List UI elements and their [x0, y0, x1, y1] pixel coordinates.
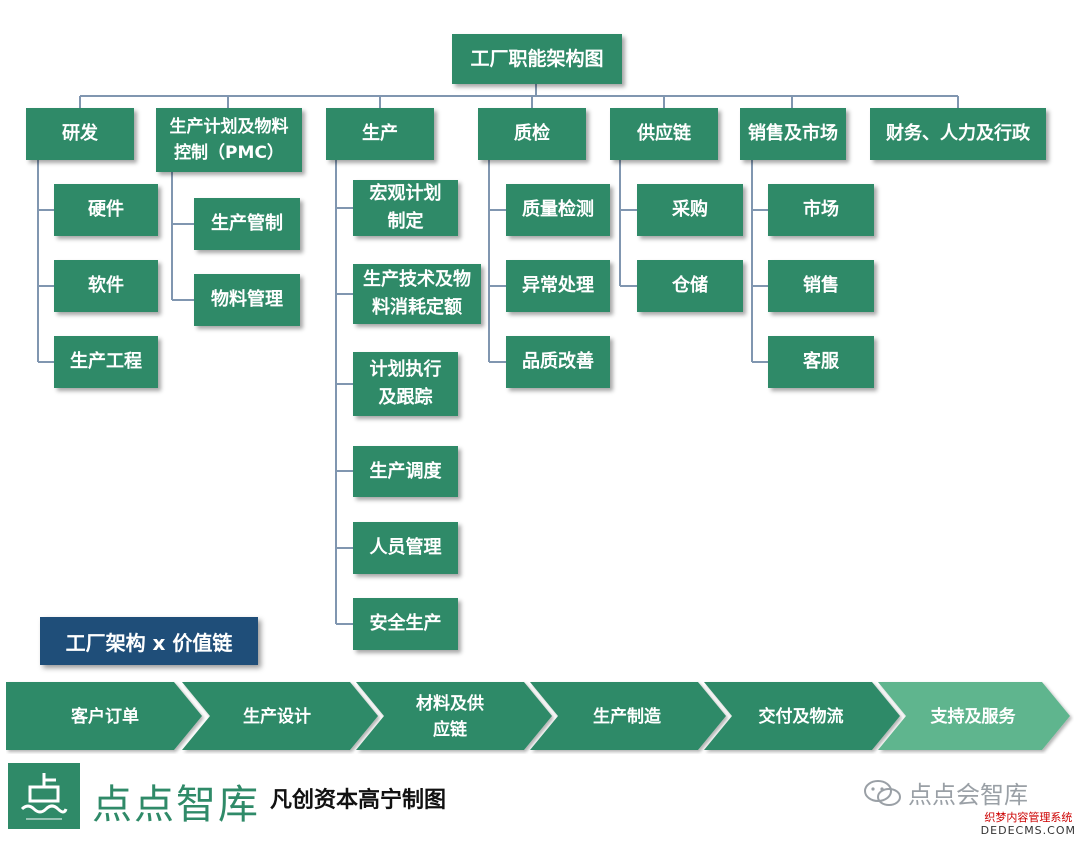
item-warehousing: 仓储 [637, 260, 743, 312]
item-quality-inspection: 质量检测 [506, 184, 610, 236]
dept-finance-hr-admin: 财务、人力及行政 [870, 108, 1046, 160]
item-production-control: 生产管制 [194, 198, 300, 250]
item-exception-handling: 异常处理 [506, 260, 610, 312]
item-personnel-management: 人员管理 [353, 522, 458, 574]
item-macro-planning: 宏观计划制定 [353, 180, 458, 236]
item-production-engineering: 生产工程 [54, 336, 158, 388]
brand-logo [8, 763, 80, 829]
value-step-label: 交付及物流 [758, 707, 844, 727]
watermark-line2: DEDECMS.COM [980, 824, 1076, 837]
dept-sales-marketing: 销售及市场 [740, 108, 846, 160]
item-customer-service: 客服 [768, 336, 874, 388]
chevron-5 [704, 682, 900, 750]
wechat-account-name: 点点会智库 [908, 781, 1028, 809]
watermark: 织梦内容管理系统 DEDECMS.COM [981, 811, 1076, 837]
item-production-technology-quota: 生产技术及物料消耗定额 [353, 264, 481, 324]
value-step-label: 生产设计 [243, 707, 311, 727]
value-step-label: 客户订单 [71, 707, 139, 727]
brand-logo-icon [20, 773, 68, 820]
value-step-label: 支持及服务 [930, 707, 1016, 727]
watermark-line1: 织梦内容管理系统 [984, 811, 1073, 824]
item-software: 软件 [54, 260, 158, 312]
item-procurement: 采购 [637, 184, 743, 236]
chevron-3 [356, 682, 552, 750]
item-sales: 销售 [768, 260, 874, 312]
item-quality-improvement: 品质改善 [506, 336, 610, 388]
item-safe-production: 安全生产 [353, 598, 458, 650]
value-step-label: 生产制造 [593, 707, 661, 727]
item-production-scheduling: 生产调度 [353, 446, 458, 497]
dept-rd: 研发 [26, 108, 134, 160]
wechat-account: 点点会智库 [862, 775, 1028, 810]
value-chain-chevrons [6, 682, 1070, 750]
chart-title: 工厂职能架构图 [452, 34, 622, 84]
item-market: 市场 [768, 184, 874, 236]
chevron-1 [6, 682, 202, 750]
chevron-6 [878, 682, 1070, 750]
item-plan-execution-tracking: 计划执行及跟踪 [353, 352, 458, 416]
chevron-2 [182, 682, 378, 750]
dept-qc: 质检 [478, 108, 586, 160]
item-hardware: 硬件 [54, 184, 158, 236]
value-chain-title: 工厂架构 x 价值链 [40, 617, 258, 665]
chevron-4 [530, 682, 726, 750]
brand-name: 点点智库 [92, 782, 260, 828]
dept-supply-chain: 供应链 [610, 108, 718, 160]
wechat-icon [864, 779, 901, 806]
dept-pmc: 生产计划及物料控制（PMC） [156, 108, 302, 172]
dept-production: 生产 [326, 108, 434, 160]
value-step-label: 材料及供应链 [416, 694, 484, 740]
chart-credit: 凡创资本高宁制图 [270, 788, 447, 813]
item-material-management: 物料管理 [194, 274, 300, 326]
